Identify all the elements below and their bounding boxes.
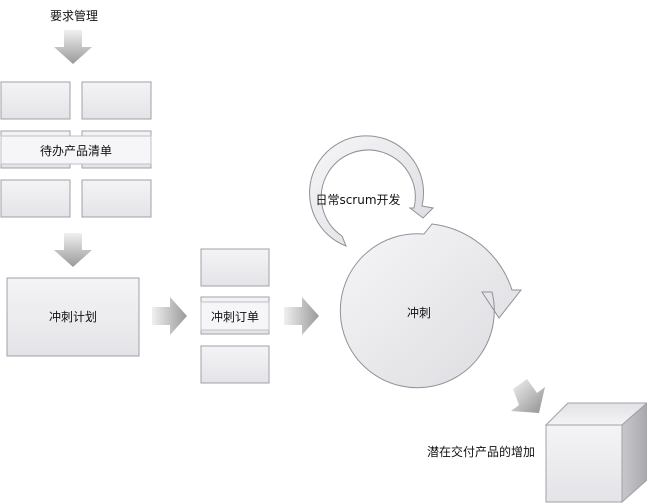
product-backlog-group: 待办产品清单 — [0, 81, 152, 218]
daily-scrum-label: 日常scrum开发 — [315, 192, 400, 207]
arrow-diagonal-icon — [511, 379, 545, 413]
arrow-down-icon — [54, 233, 92, 267]
sprint-backlog-box — [200, 248, 270, 287]
increment-label: 潜在交付产品的增加 — [427, 444, 535, 459]
arrow-down-icon — [54, 30, 92, 64]
backlog-box — [81, 179, 152, 218]
sprint-cycle-arrow — [339, 223, 523, 389]
arrow-right-icon — [152, 297, 187, 335]
backlog-box — [81, 81, 152, 120]
product-increment-cube — [544, 402, 647, 504]
backlog-box — [0, 81, 71, 120]
sprint-backlog-box — [200, 345, 270, 384]
backlog-label: 待办产品清单 — [40, 143, 112, 158]
sprint-planning-box — [6, 277, 140, 357]
requirements-label: 要求管理 — [50, 8, 98, 23]
sprint-backlog-group: 冲刺订单 — [200, 248, 270, 384]
backlog-box — [0, 179, 71, 218]
sprint-planning-label: 冲刺计划 — [49, 309, 97, 324]
backlog-label-box — [0, 135, 152, 165]
sprint-backlog-label: 冲刺订单 — [211, 309, 259, 324]
sprint-backlog-label-box — [200, 301, 270, 331]
arrow-right-icon — [284, 297, 319, 335]
sprint-label: 冲刺 — [407, 305, 431, 320]
cube-front — [545, 424, 623, 503]
daily-scrum-cycle-arrow — [309, 135, 435, 247]
